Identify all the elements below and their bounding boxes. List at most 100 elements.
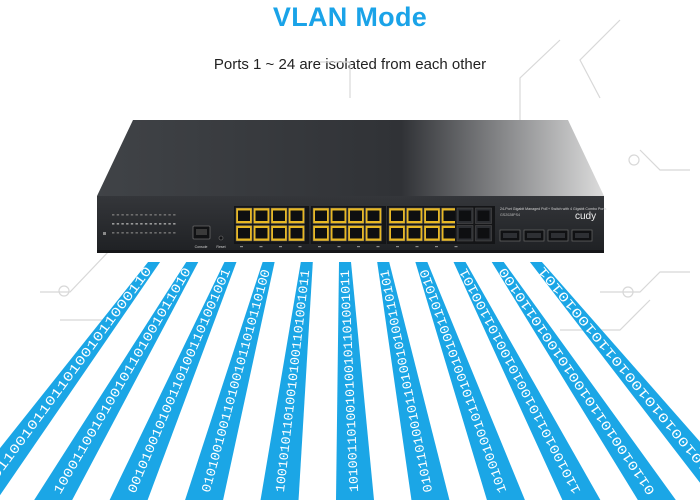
status-led bbox=[112, 232, 115, 234]
rj45-socket bbox=[315, 210, 327, 221]
reset-label: Reset bbox=[216, 245, 225, 249]
circuit-line bbox=[579, 19, 621, 99]
rj45-socket bbox=[332, 210, 345, 221]
rj45-socket bbox=[350, 228, 362, 239]
model-code: GS2028PS4 bbox=[500, 213, 520, 217]
rj45-socket bbox=[477, 228, 490, 239]
binary-streams: 1001100101101101001011000110100011001010… bbox=[0, 262, 700, 500]
circuit-line bbox=[600, 271, 690, 293]
port-number-mark bbox=[337, 246, 341, 248]
rj45-socket bbox=[290, 210, 303, 221]
rj45-socket bbox=[459, 210, 471, 221]
status-led bbox=[159, 223, 162, 225]
stream-band bbox=[109, 262, 237, 500]
rj45-socket bbox=[477, 210, 490, 221]
port-number-mark bbox=[298, 246, 302, 248]
circuit-line bbox=[639, 149, 690, 171]
switch-bottom-edge bbox=[97, 250, 604, 253]
rj45-socket bbox=[367, 210, 380, 221]
stream-band bbox=[0, 262, 161, 496]
status-led bbox=[121, 223, 124, 225]
status-led bbox=[154, 214, 157, 216]
status-led bbox=[163, 223, 167, 225]
stream-band bbox=[377, 262, 450, 500]
sfp-ports bbox=[499, 229, 593, 242]
network-switch: Console Reset 24-Port Gigabit Managed Po… bbox=[97, 120, 607, 253]
status-led bbox=[126, 232, 129, 234]
port-number-mark bbox=[318, 246, 321, 248]
binary-stream: 1001010110100101001101001011 bbox=[260, 262, 313, 500]
port-number-mark bbox=[279, 246, 282, 248]
status-led bbox=[116, 214, 120, 216]
status-led bbox=[163, 214, 167, 216]
rj45-socket bbox=[332, 228, 345, 239]
rj45-socket bbox=[273, 228, 285, 239]
rj45-socket bbox=[238, 210, 250, 221]
circuit-node bbox=[58, 285, 70, 297]
stream-band bbox=[34, 262, 199, 500]
rj45-socket bbox=[255, 210, 268, 221]
status-led bbox=[173, 232, 176, 234]
rj45-socket bbox=[459, 228, 471, 239]
sfp-slot bbox=[551, 233, 565, 238]
status-led bbox=[135, 223, 138, 225]
port-number-mark bbox=[435, 246, 438, 248]
status-led bbox=[159, 232, 162, 234]
circuit-node bbox=[628, 154, 640, 166]
binary-stream: 0101001001101001011010110100 bbox=[185, 262, 275, 500]
stream-band bbox=[260, 262, 313, 500]
status-led bbox=[126, 223, 129, 225]
rj45-socket bbox=[255, 228, 268, 239]
status-led bbox=[168, 223, 171, 225]
rj45-socket bbox=[443, 228, 456, 239]
status-led bbox=[116, 223, 120, 225]
stream-band bbox=[185, 262, 275, 500]
circuit-line bbox=[320, 61, 351, 98]
status-led bbox=[144, 232, 148, 234]
status-led bbox=[126, 214, 129, 216]
status-led bbox=[135, 214, 138, 216]
status-led bbox=[173, 214, 176, 216]
status-led bbox=[154, 223, 157, 225]
circuit-line bbox=[560, 299, 651, 331]
stream-band bbox=[453, 262, 601, 500]
stream-band bbox=[529, 262, 700, 483]
switch-top-panel bbox=[97, 120, 604, 196]
status-led bbox=[159, 214, 162, 216]
port-number-mark bbox=[357, 246, 360, 248]
status-led bbox=[130, 214, 134, 216]
reset-button bbox=[218, 235, 224, 241]
status-led bbox=[140, 223, 143, 225]
rj45-socket bbox=[315, 228, 327, 239]
model-description: 24-Port Gigabit Managed PoE+ Switch with… bbox=[500, 207, 607, 211]
led-indicator-panel bbox=[103, 214, 176, 235]
stream-band bbox=[491, 262, 676, 500]
status-led bbox=[140, 232, 143, 234]
status-led bbox=[121, 214, 124, 216]
port-number-mark bbox=[376, 246, 380, 248]
port-number-mark bbox=[240, 246, 243, 248]
page-title: VLAN Mode bbox=[272, 2, 428, 32]
binary-stream: 1010011010010100101101001011 bbox=[336, 262, 374, 500]
rj45-socket bbox=[238, 228, 250, 239]
status-led bbox=[149, 232, 152, 234]
rj45-socket bbox=[443, 210, 456, 221]
status-led bbox=[130, 223, 134, 225]
rj45-socket bbox=[408, 210, 421, 221]
rj45-socket bbox=[426, 210, 438, 221]
status-led bbox=[112, 214, 115, 216]
port-number-mark bbox=[259, 246, 263, 248]
status-led bbox=[116, 232, 120, 234]
rj45-socket bbox=[391, 210, 403, 221]
circuit-line bbox=[519, 39, 561, 120]
status-led bbox=[163, 232, 167, 234]
status-led bbox=[173, 223, 176, 225]
status-led bbox=[140, 214, 143, 216]
rj45-socket bbox=[391, 228, 403, 239]
sfp-slot bbox=[503, 233, 517, 238]
status-led bbox=[144, 223, 148, 225]
rj45-socket bbox=[290, 228, 303, 239]
power-led bbox=[103, 232, 106, 235]
port-blocks bbox=[234, 206, 495, 248]
